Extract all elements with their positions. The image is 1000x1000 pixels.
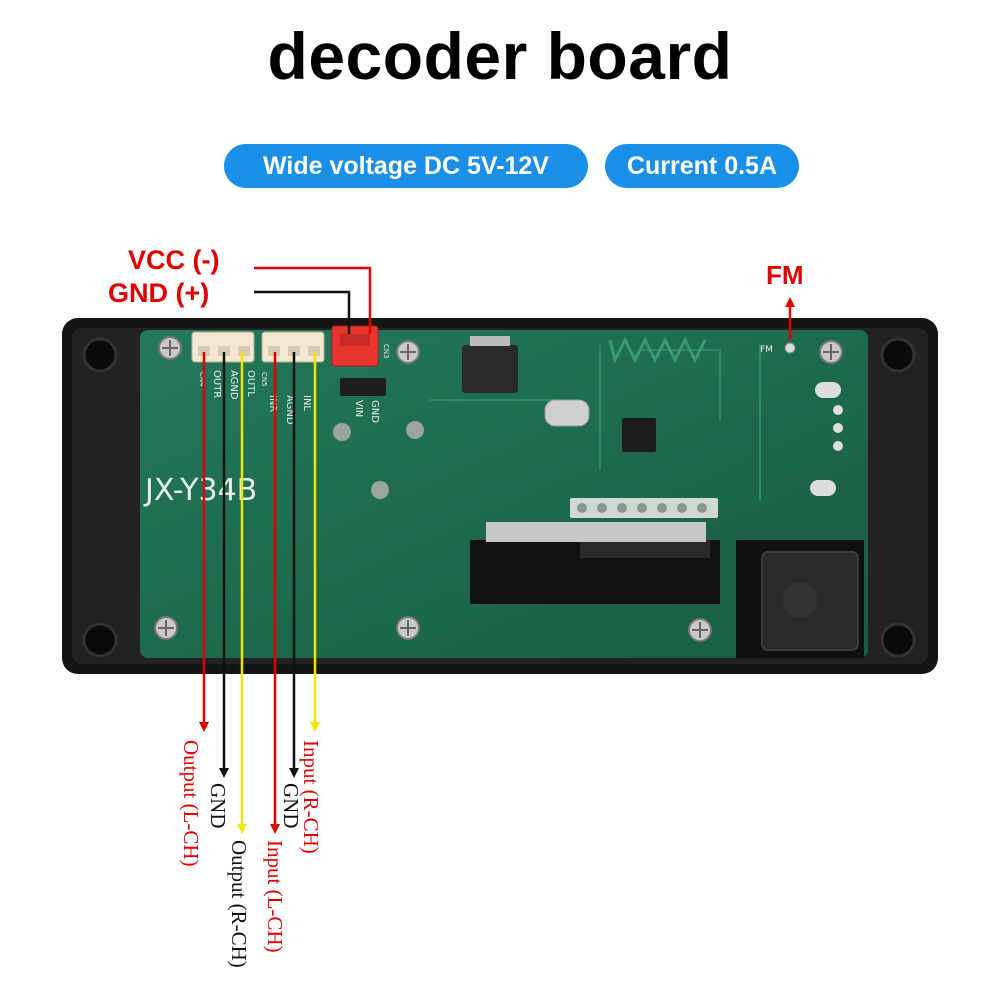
board-fm-label: FM (760, 345, 773, 355)
output-connector (191, 331, 255, 363)
mount-hole-icon (82, 622, 118, 658)
output-l-label: Output (L-CH) (179, 740, 203, 867)
vcc-label: VCC (-) (128, 245, 219, 275)
crystal-icon (544, 399, 590, 427)
pin-label-inr: INR (267, 395, 278, 412)
pin-label-inl: INL (301, 395, 312, 411)
voltage-badge: Wide voltage DC 5V-12V (224, 144, 588, 188)
power-connector (331, 325, 379, 367)
power-wires (254, 266, 372, 334)
screw-icon (396, 616, 420, 640)
mount-hole-icon (82, 337, 118, 373)
pin-label-agnd-out: AGND (228, 370, 239, 400)
input-l-label: Input (L-CH) (263, 840, 287, 953)
gnd-in-label: GND (279, 783, 303, 829)
screw-icon (819, 340, 843, 364)
regulator-chip (462, 345, 518, 393)
signal-wires (199, 352, 320, 834)
decoder-ic (622, 418, 656, 452)
input-connector (261, 331, 325, 363)
vcc-wire (254, 266, 372, 334)
pin-label-gnd: GND (369, 400, 380, 423)
antenna-trace (608, 336, 707, 365)
page-title: decoder board (267, 19, 733, 93)
connector-label-cn5: CN5 (260, 372, 268, 387)
mount-hole-icon (880, 622, 916, 658)
gnd-power-label: GND (+) (108, 278, 209, 308)
pin-label-vin: VIN (353, 400, 364, 417)
pin-label-outr: OUTR (211, 370, 222, 398)
fm-pad-icon (784, 342, 796, 354)
fm-label: FM (766, 260, 804, 290)
screw-icon (688, 618, 712, 642)
pcb: JX-Y34B OUTR AGND OUTL INR AGND INL VIN … (140, 325, 868, 658)
screw-icon (158, 336, 182, 360)
pin-label-agnd-in: AGND (284, 395, 295, 425)
connector-label-cn3: CN3 (382, 344, 390, 359)
board-model-label: JX-Y34B (143, 473, 257, 508)
input-r-label: Input (R-CH) (299, 740, 323, 854)
mount-hole-icon (880, 337, 916, 373)
connector-label-cn4: CN4 (198, 372, 206, 387)
output-r-label: Output (R-CH) (227, 840, 251, 968)
screw-icon (154, 616, 178, 640)
screw-icon (396, 340, 420, 364)
pin-header (570, 498, 718, 518)
diode (340, 378, 386, 396)
pin-label-outl: OUTL (245, 370, 256, 397)
current-badge: Current 0.5A (605, 144, 799, 188)
gnd-out-label: GND (206, 783, 230, 829)
gnd-power-wire (254, 290, 351, 334)
